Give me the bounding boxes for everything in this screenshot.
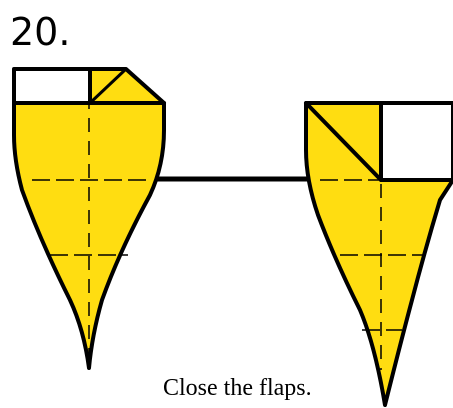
- right-white-panel: [379, 101, 453, 182]
- left-model: [12, 67, 166, 370]
- right-model: [304, 101, 453, 407]
- step-number: 20.: [10, 10, 70, 54]
- instruction-caption: Close the flaps.: [163, 375, 312, 401]
- left-flap-crease: [88, 67, 128, 105]
- left-folded-flap: [88, 67, 166, 105]
- right-folded-flap: [304, 101, 383, 182]
- left-white-band: [12, 67, 92, 105]
